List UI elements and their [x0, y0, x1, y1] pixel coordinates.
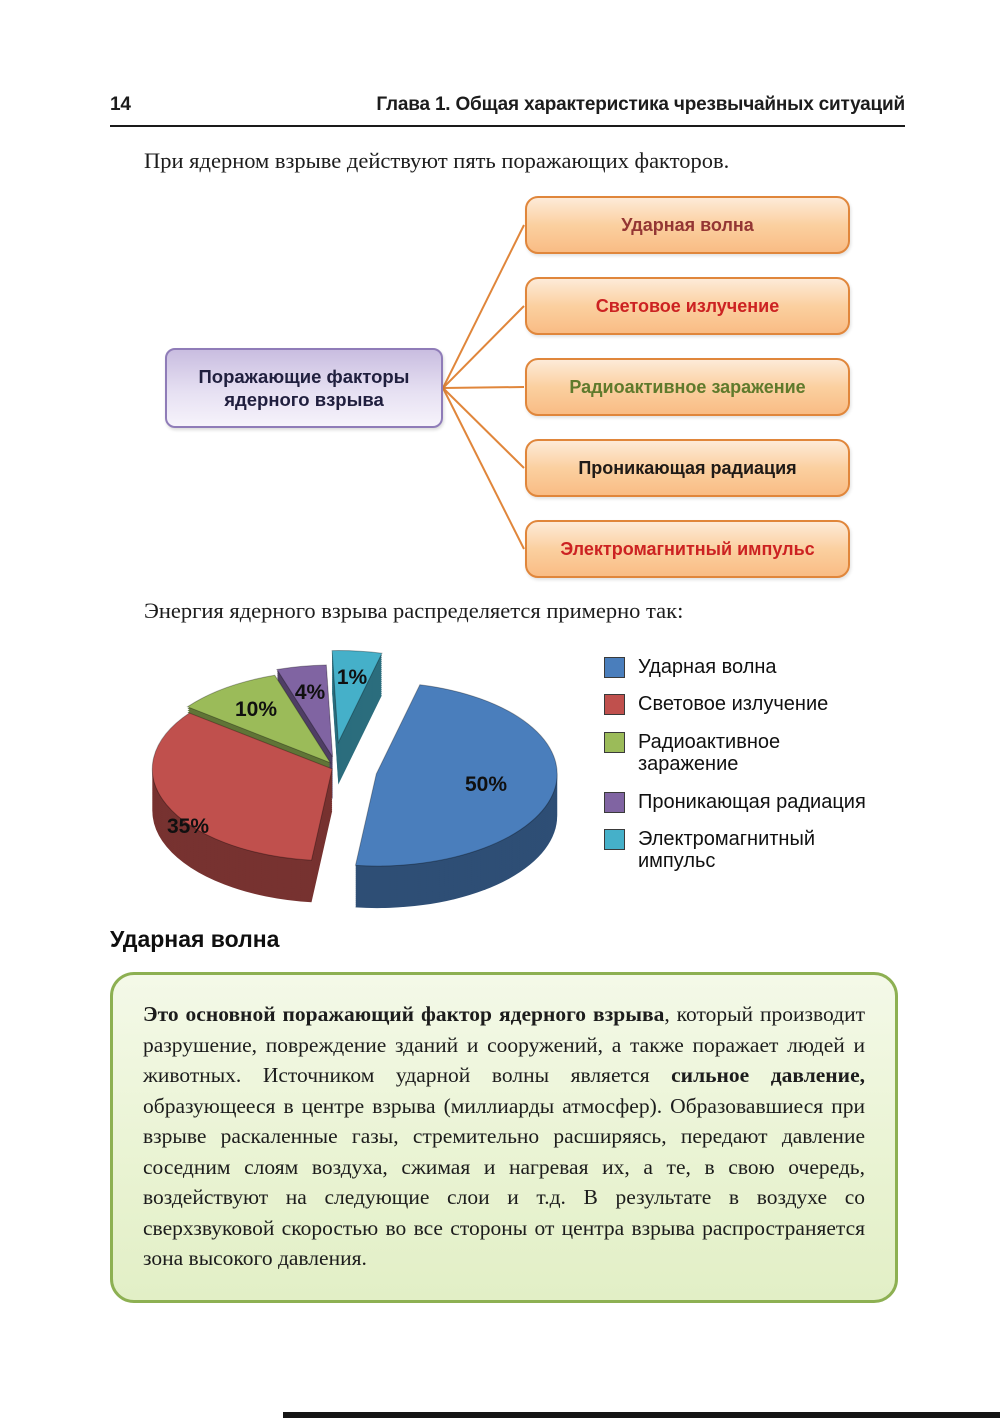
- connector-line: [442, 386, 525, 389]
- factor-label: Радиоактивное заражение: [569, 376, 806, 397]
- legend-item: Электромагнитный импульс: [604, 828, 884, 873]
- svg-text:35%: 35%: [167, 815, 209, 838]
- legend-label: Световое излучение: [638, 693, 829, 716]
- factors-diagram: Поражающие факторы ядерного взрыва Ударн…: [110, 190, 900, 590]
- chapter-title: Глава 1. Общая характеристика чрезвычайн…: [376, 94, 905, 115]
- legend-label: Ударная волна: [638, 656, 777, 678]
- factor-box-radioactive-contamination: Радиоактивное заражение: [525, 358, 850, 416]
- legend-label: Проникающая радиация: [638, 790, 866, 813]
- connector-line: [442, 224, 525, 389]
- factor-label: Ударная волна: [621, 214, 754, 235]
- svg-text:10%: 10%: [235, 698, 277, 721]
- svg-text:4%: 4%: [295, 681, 326, 704]
- legend-label: Радиоактивное заражение: [638, 730, 781, 776]
- intro-paragraph: При ядерном взрыве действуют пять поража…: [144, 148, 730, 173]
- factor-box-electromagnetic-pulse: Электромагнитный импульс: [525, 520, 850, 578]
- factor-box-light-radiation: Световое излучение: [525, 277, 850, 335]
- legend-item: Ударная волна: [604, 656, 884, 678]
- legend-item: Радиоактивное заражение: [604, 731, 884, 776]
- page-number: 14: [110, 94, 131, 115]
- svg-text:1%: 1%: [337, 666, 368, 689]
- info-box-text: Это основной поражающий фактор ядерного …: [143, 1002, 865, 1271]
- section-heading: Ударная волна: [110, 926, 280, 952]
- legend-item: Проникающая радиация: [604, 791, 884, 813]
- legend-item: Световое излучение: [604, 693, 884, 716]
- factor-box-penetrating-radiation: Проникающая радиация: [525, 439, 850, 497]
- energy-chart-block: 50% 35% 10% 4% 1% Ударная волна Световое изл…: [100, 640, 920, 920]
- connector-line: [442, 305, 525, 389]
- legend-swatch: [604, 731, 625, 753]
- svg-text:50%: 50%: [465, 773, 507, 796]
- factor-label: Электромагнитный импульс: [560, 538, 815, 559]
- legend-swatch: [604, 694, 625, 716]
- connector-line: [442, 387, 525, 550]
- info-box: Это основной поражающий фактор ядерного …: [110, 972, 898, 1303]
- energy-pie-chart: 50% 35% 10% 4% 1%: [151, 650, 558, 909]
- factor-label: Световое излучение: [595, 295, 780, 316]
- legend-label: Электромагнитный импульс: [638, 827, 816, 873]
- energy-paragraph: Энергия ядерного взрыва распределяется п…: [144, 598, 684, 623]
- legend-swatch: [604, 828, 625, 850]
- chart-legend: Ударная волна Световое излучение Радиоак…: [604, 640, 884, 888]
- legend-swatch: [604, 791, 625, 813]
- diagram-root-box: Поражающие факторы ядерного взрыва: [165, 348, 443, 428]
- factor-box-shock-wave: Ударная волна: [525, 196, 850, 254]
- scan-edge-artifact: [283, 1412, 1000, 1418]
- diagram-root-label: Поражающие факторы ядерного взрыва: [198, 365, 410, 410]
- factor-label: Проникающая радиация: [578, 457, 797, 478]
- connector-line: [442, 387, 525, 469]
- legend-swatch: [604, 657, 625, 678]
- page-header: 14 Глава 1. Общая характеристика чрезвыч…: [110, 94, 905, 127]
